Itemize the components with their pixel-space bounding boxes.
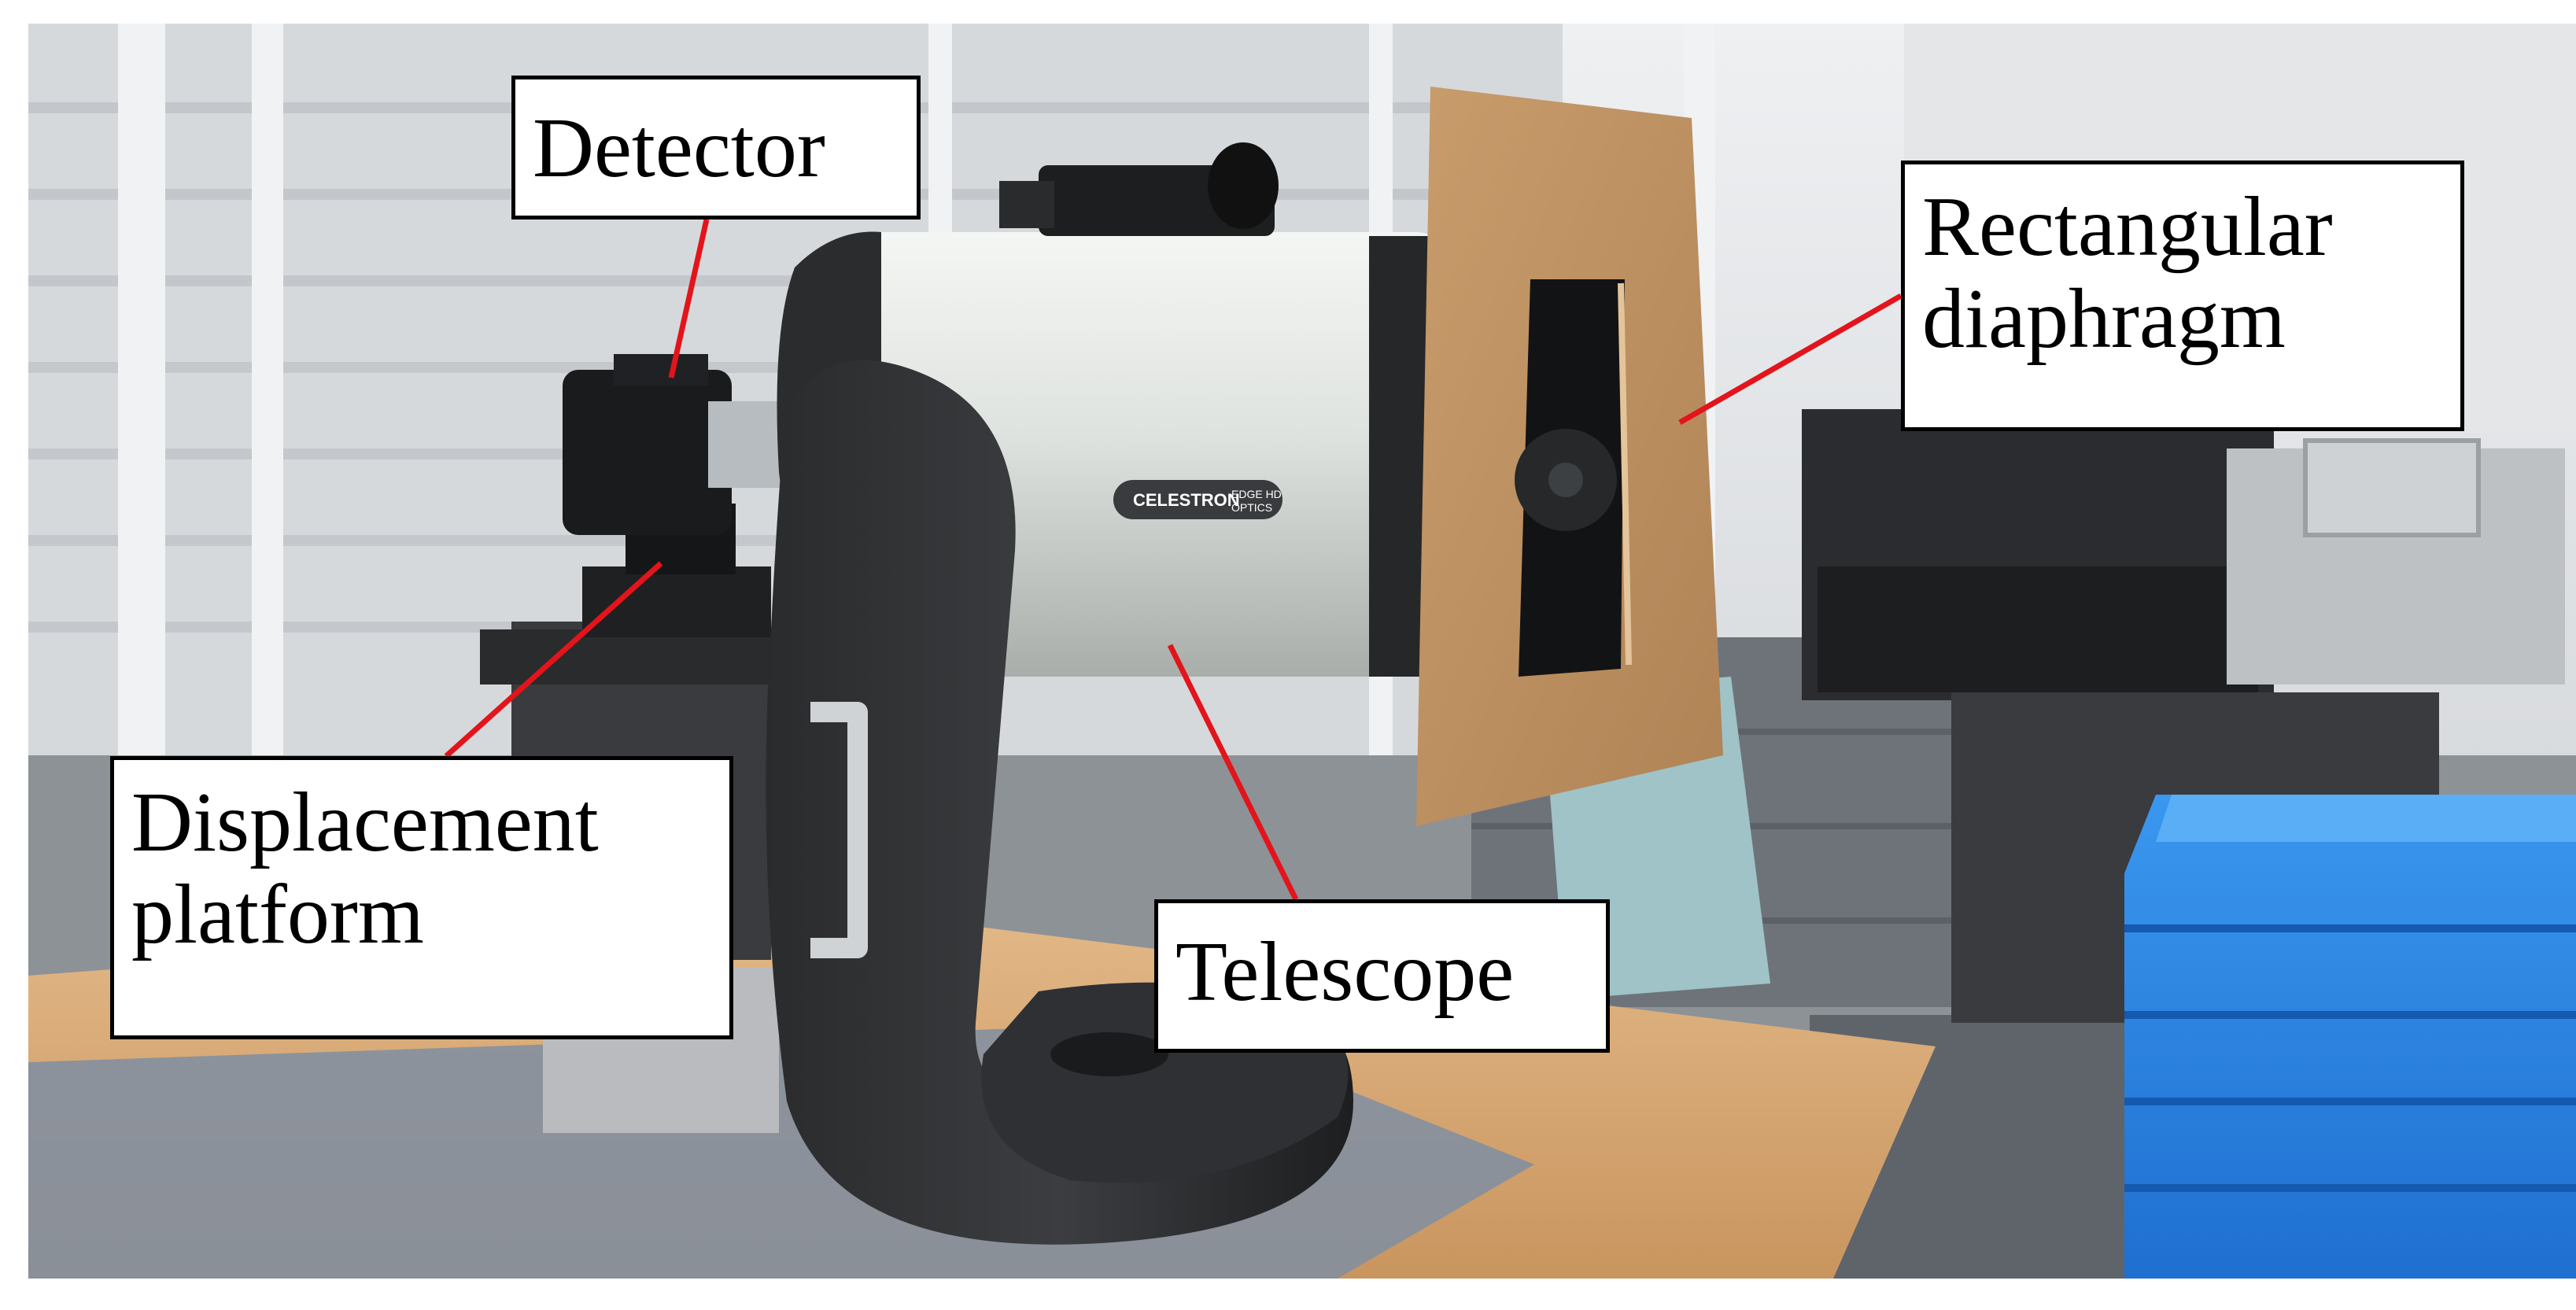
leader-line-diaphragm [1678,293,1902,426]
callout-rectangular-diaphragm: Rectangular diaphragm [1901,161,2464,431]
rectangular-diaphragm [1416,87,1723,826]
callout-detector: Detector [511,76,921,220]
callout-telescope-text: Telescope [1175,925,1515,1019]
callout-displacement-platform: Displacement platform [110,756,733,1039]
svg-text:CELESTRON: CELESTRON [1133,490,1240,510]
leader-line-detector [668,219,710,378]
leader-line-platform [444,561,663,758]
blue-stacked-crates [2124,795,2576,1279]
brand-logo-edge: EDGE HD [1231,488,1282,500]
leader-line-telescope [1167,644,1299,901]
leader-lines [444,219,1902,901]
brand-logo-optics: OPTICS [1231,501,1272,514]
callout-diaphragm-line-1: Rectangular [1922,180,2333,274]
svg-text:OPTICS: OPTICS [1231,501,1272,514]
callout-platform-line-2: platform [131,867,424,961]
callout-diaphragm-line-2: diaphragm [1922,271,2286,366]
callout-platform-line-1: Displacement [131,776,599,869]
callout-telescope: Telescope [1154,899,1610,1053]
svg-text:EDGE HD: EDGE HD [1231,488,1282,500]
brand-logo-text: CELESTRON [1133,490,1240,510]
callout-detector-text: Detector [533,101,825,195]
